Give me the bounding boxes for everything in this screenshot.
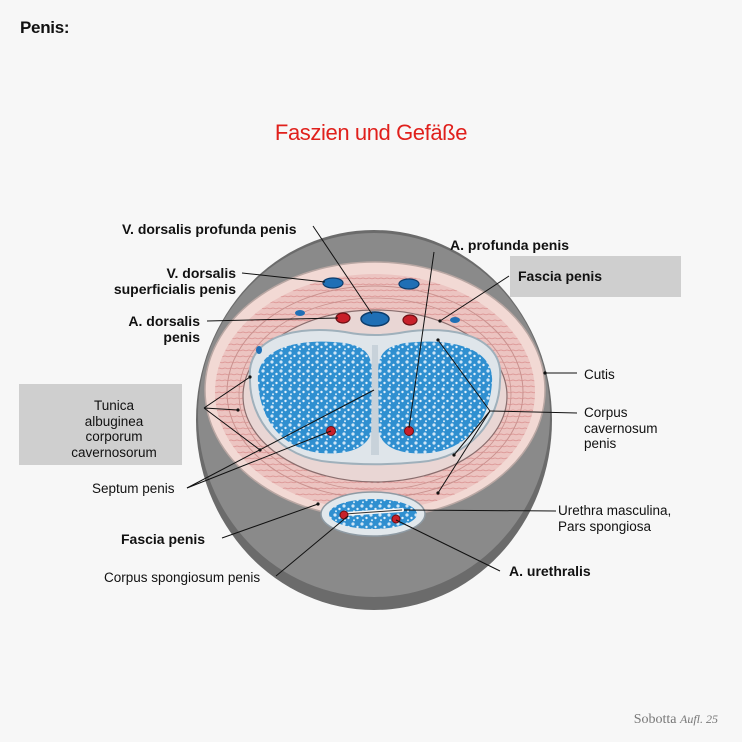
credit: Sobotta Aufl. 25: [633, 712, 718, 727]
corpus-cavernosum-right: [378, 341, 493, 454]
label-tunica-albuginea: Tunica albuginea corporum cavernosorum: [71, 398, 157, 460]
label-urethra: Urethra masculina, Pars spongiosa: [558, 503, 672, 534]
leader-lines: [186, 225, 578, 577]
highlight-box-tunica: [19, 384, 182, 465]
label-fascia-penis-top: Fascia penis: [518, 268, 603, 284]
diagram-title: Faszien und Gefäße: [274, 120, 468, 145]
label-corpus-cavernosum: Corpus cavernosum penis: [584, 405, 658, 451]
corpus-cavernosum-left: [257, 341, 372, 454]
v-dorsalis-profunda: [360, 311, 390, 327]
label-corpus-spongiosum: Corpus spongiosum penis: [104, 570, 261, 585]
leader-dots: [236, 319, 547, 506]
a-urethralis-left: [339, 510, 349, 520]
a-dorsalis-left: [335, 312, 351, 324]
label-a-dorsalis: A. dorsalis penis: [128, 313, 200, 345]
label-v-dorsalis-profunda: V. dorsalis profunda penis: [122, 221, 297, 237]
page-header: Penis:: [20, 18, 70, 37]
v-superficialis-left: [322, 277, 344, 289]
label-fascia-penis-bottom: Fascia penis: [121, 531, 206, 547]
highlight-box-fascia: [510, 256, 681, 297]
septum: [371, 345, 379, 455]
a-dorsalis-right: [402, 314, 418, 326]
label-v-dorsalis-superficialis: V. dorsalis superficialis penis: [113, 265, 236, 297]
v-superficialis-right: [398, 278, 420, 290]
label-septum-penis: Septum penis: [92, 481, 175, 496]
label-a-profunda: A. profunda penis: [450, 237, 569, 253]
label-cutis: Cutis: [584, 367, 615, 382]
label-a-urethralis: A. urethralis: [509, 563, 591, 579]
